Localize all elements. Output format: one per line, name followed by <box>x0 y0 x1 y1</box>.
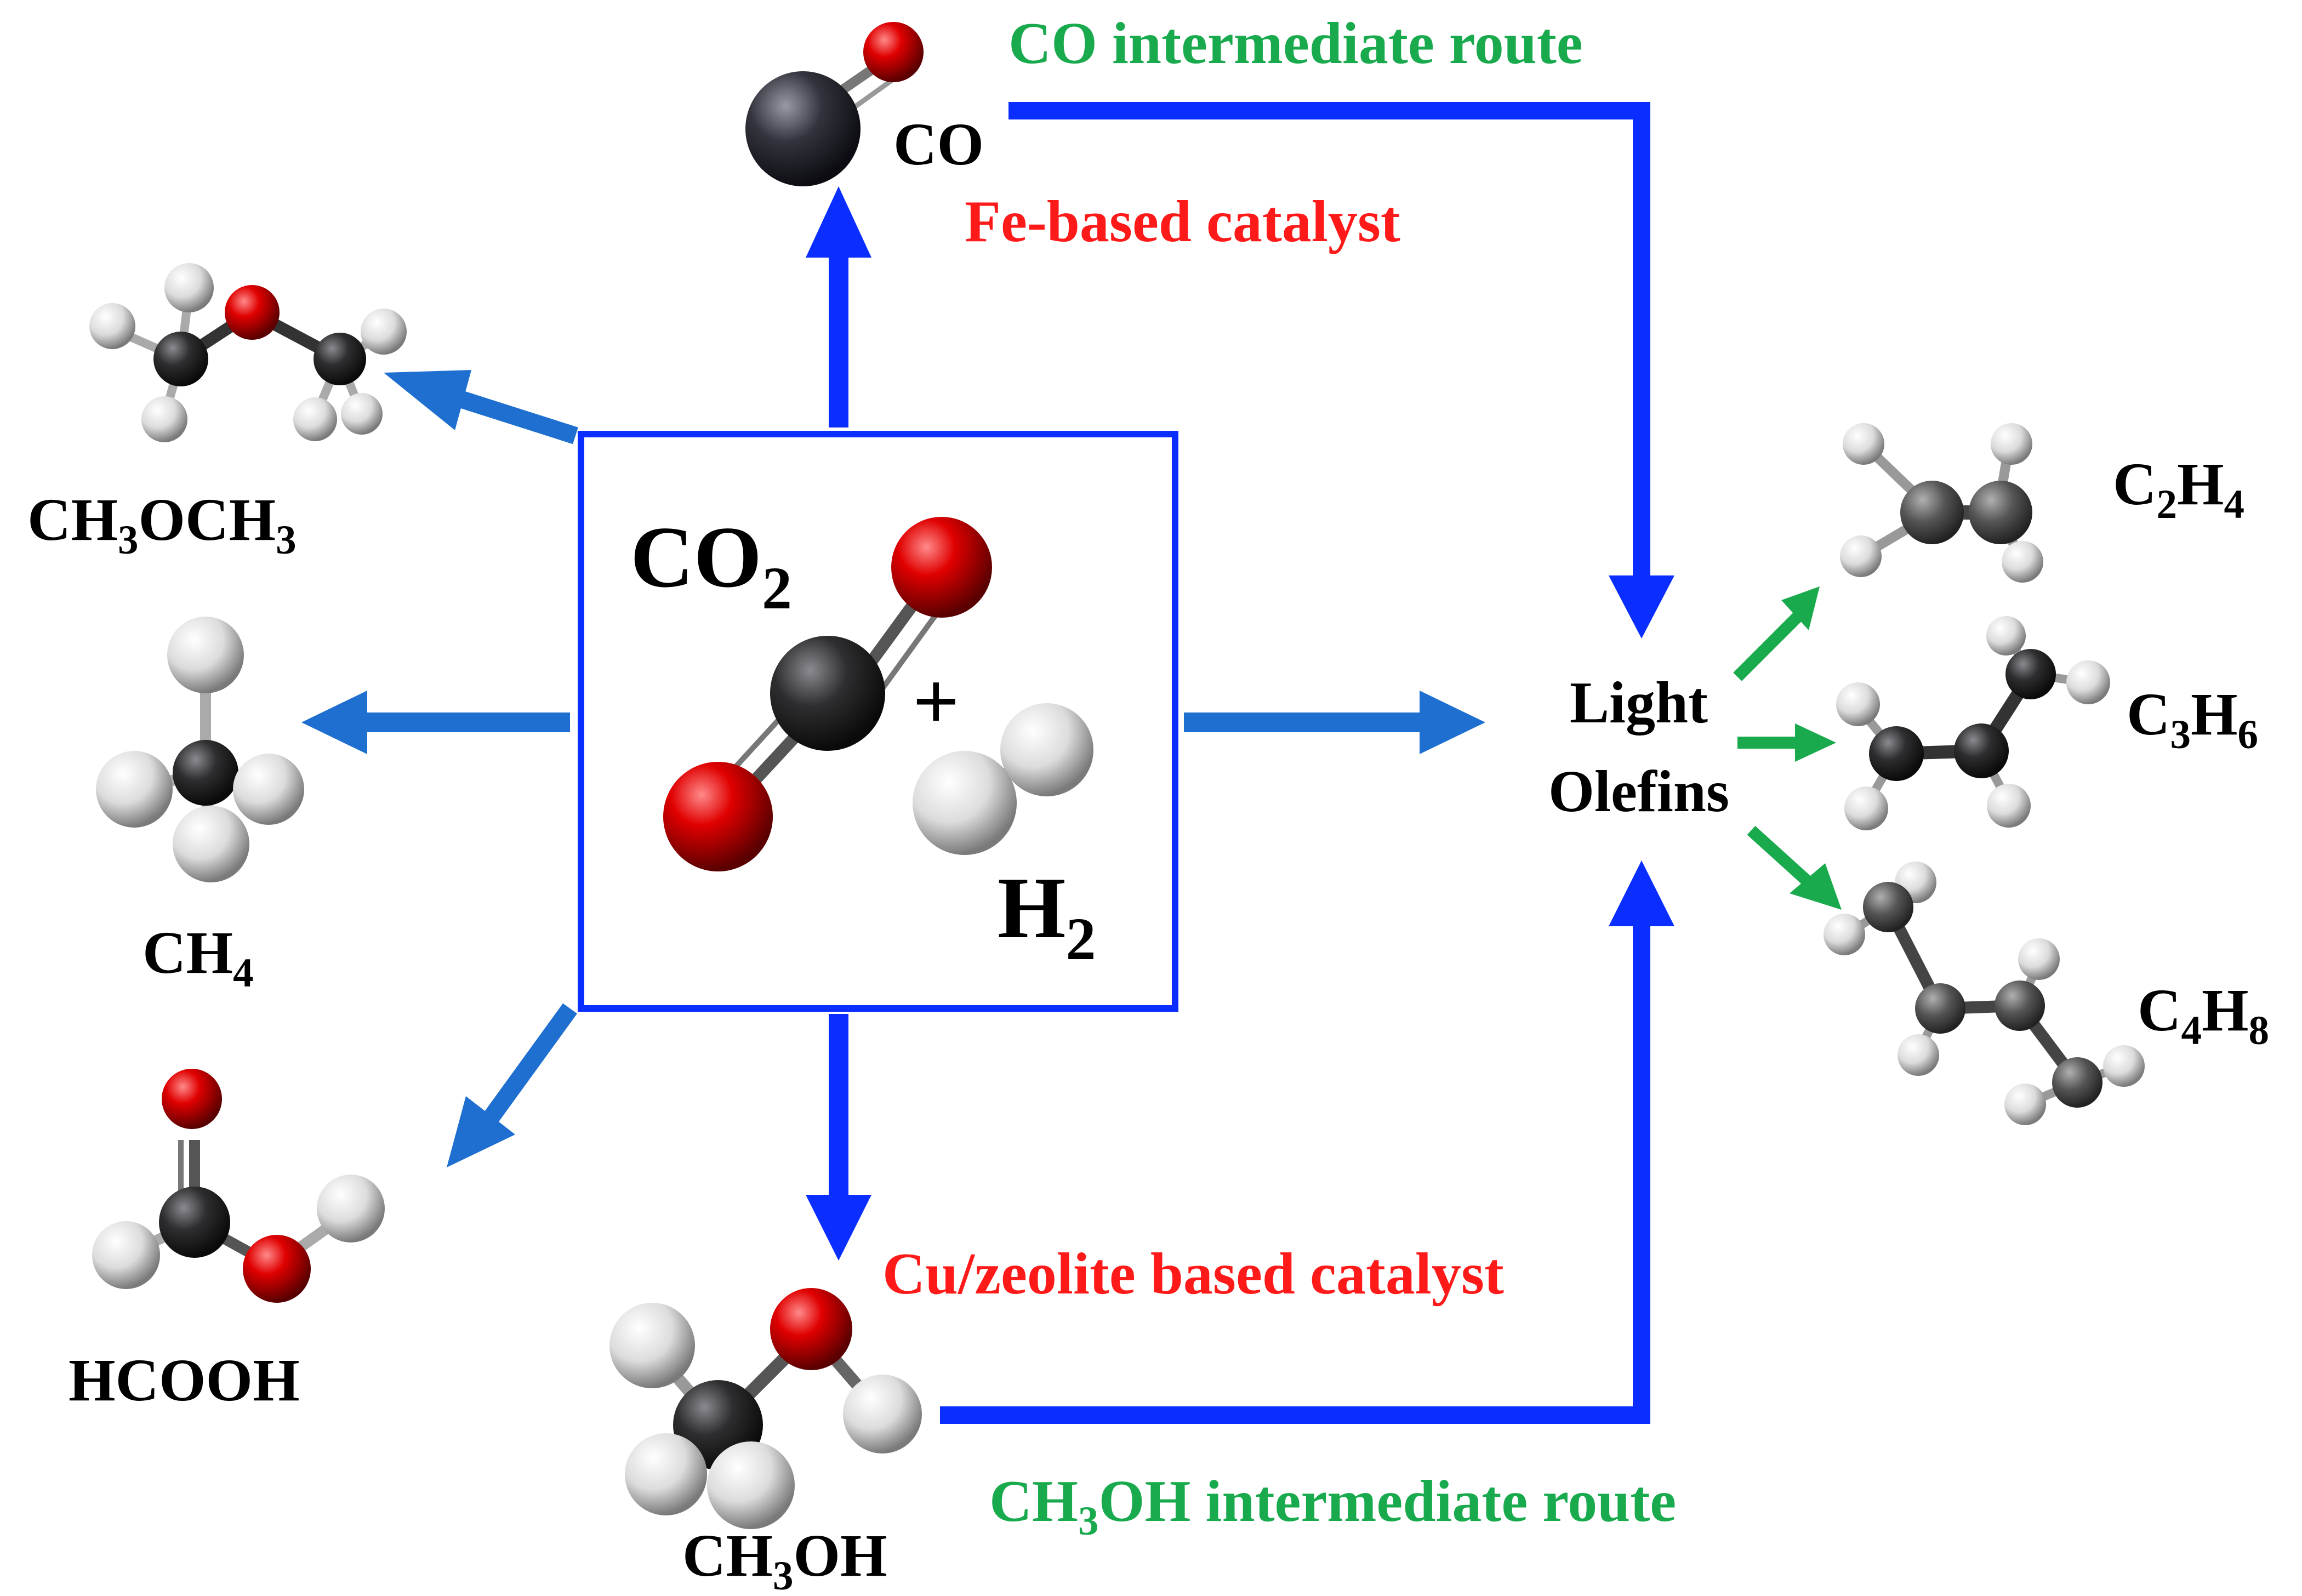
h2-label: H2 <box>998 859 1096 972</box>
h2-molecule <box>913 703 1093 855</box>
dme-label: CH3OCH3 <box>27 486 297 563</box>
butene-molecule <box>1824 862 2145 1125</box>
co-molecule <box>745 22 924 186</box>
dme-arrow <box>384 370 578 444</box>
dme-molecule <box>89 263 407 442</box>
propylene-molecule <box>1836 616 2110 830</box>
formic-acid-arrow <box>447 1003 577 1167</box>
ethylene-label: C2H4 <box>2113 451 2244 527</box>
methanol-molecule <box>609 1288 922 1529</box>
propylene-label: C3H6 <box>2127 681 2258 757</box>
methane-arrow <box>301 691 570 754</box>
light-olefins-line2: Olefins <box>1548 759 1729 824</box>
methanol-route-connector <box>940 860 1674 1424</box>
methanol-intermediate-arrow <box>806 1014 871 1261</box>
co-route-label: CO intermediate route <box>1008 11 1583 76</box>
fe-catalyst-label: Fe-based catalyst <box>965 189 1400 254</box>
methanol-label: CH3OH <box>682 1522 887 1596</box>
formic-acid-label: HCOOH <box>69 1347 300 1413</box>
cu-catalyst-label: Cu/zeolite based catalyst <box>882 1241 1504 1307</box>
direct-olefin-arrow <box>1184 691 1485 754</box>
formic-acid-molecule <box>92 1069 385 1303</box>
co-label: CO <box>893 111 984 178</box>
ethylene-arrow <box>1733 586 1820 681</box>
butene-arrow <box>1747 825 1842 910</box>
plus-sign: + <box>913 656 959 747</box>
ethylene-molecule <box>1840 423 2043 583</box>
methanol-route-label: CH3OH intermediate route <box>989 1469 1676 1544</box>
co-route-connector <box>1008 102 1674 639</box>
methane-molecule <box>96 617 304 882</box>
propylene-arrow <box>1737 723 1836 762</box>
light-olefins-line1: Light <box>1570 670 1708 736</box>
methane-label: CH4 <box>143 919 254 996</box>
co-intermediate-arrow <box>806 186 871 428</box>
butene-label: C4H8 <box>2138 977 2269 1053</box>
co2-molecule <box>663 517 992 871</box>
co2-label: CO2 <box>630 508 792 622</box>
